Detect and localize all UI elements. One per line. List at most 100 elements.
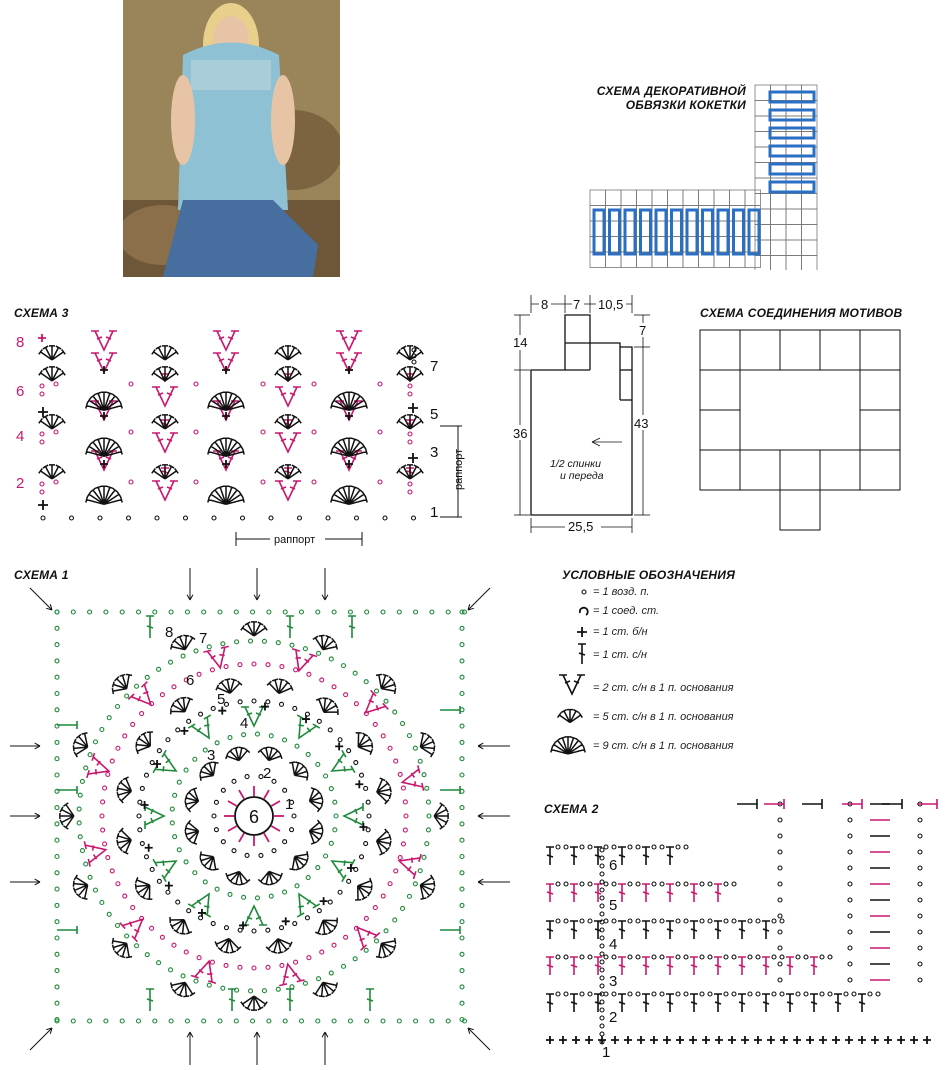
- shell-5-icon: [376, 777, 392, 805]
- double-crochet-icon: [762, 956, 770, 975]
- scheme3-row-6: 6: [16, 383, 24, 400]
- chain-stitch-icon: [87, 1018, 93, 1024]
- double-crochet-icon: [642, 956, 650, 975]
- chain-stitch-icon: [847, 977, 853, 983]
- chain-stitch-icon: [282, 737, 288, 743]
- chain-stitch-icon: [298, 1018, 305, 1024]
- double-crochet-icon: [690, 956, 698, 975]
- chain-stitch-icon: [211, 813, 217, 819]
- legend-text-shell9: = 9 ст. с/н в 1 п. основания: [593, 740, 734, 752]
- single-crochet-icon: [260, 702, 269, 711]
- double-crochet-icon: [642, 883, 650, 902]
- chain-stitch-icon: [54, 1000, 60, 1006]
- chain-stitch-icon: [102, 841, 108, 847]
- chain-stitch-icon: [260, 479, 266, 485]
- chain-stitch-icon: [683, 991, 689, 997]
- chain-stitch-icon: [213, 799, 219, 805]
- chain-stitch-icon: [387, 881, 393, 887]
- double-crochet-icon: [666, 920, 674, 939]
- chain-stitch-icon: [315, 761, 321, 768]
- chain-stitch-icon: [599, 967, 605, 973]
- chain-stitch-icon: [731, 991, 737, 997]
- grid-cell: [770, 193, 787, 210]
- chain-stitch-icon: [407, 431, 413, 437]
- chain-stitch-icon: [311, 479, 317, 485]
- chain-stitch-icon: [311, 429, 317, 435]
- shell-9-icon: [330, 485, 368, 506]
- chain-stitch-icon: [275, 640, 281, 646]
- chain-stitch-icon: [459, 837, 465, 843]
- shell-5-icon: [419, 732, 436, 758]
- chain-stitch-icon: [115, 881, 121, 887]
- double-crochet-icon: [57, 721, 78, 729]
- grid-cell: [667, 189, 684, 206]
- chain-stitch-icon: [103, 1018, 109, 1024]
- chain-stitch-icon: [406, 893, 412, 899]
- chain-stitch-icon: [134, 683, 140, 689]
- shell-5-icon: [396, 366, 424, 382]
- chain-stitch-icon: [599, 1015, 605, 1021]
- chain-stitch-icon: [186, 908, 192, 914]
- dim-left-14: 14: [513, 335, 527, 350]
- scheme1-title: СХЕМА 1: [14, 568, 69, 582]
- chain-stitch-icon: [795, 991, 801, 997]
- direction-arrow: [477, 812, 510, 820]
- chain-stitch-icon: [599, 943, 605, 949]
- double-crochet-icon: [642, 846, 650, 865]
- direction-arrow: [10, 742, 41, 750]
- single-crochet-icon: [180, 726, 189, 735]
- scheme1-row-8: 8: [165, 624, 173, 641]
- chain-stitch-icon: [99, 899, 105, 906]
- v-stitch-icon: [296, 714, 321, 740]
- chain-stitch-icon: [603, 881, 609, 887]
- chain-stitch-icon: [40, 515, 46, 521]
- chain-stitch-icon: [79, 848, 85, 854]
- grid-cell: [620, 189, 637, 206]
- chain-stitch-icon: [755, 954, 761, 960]
- chain-stitch-icon: [699, 991, 705, 997]
- shell-5-icon: [433, 802, 449, 830]
- chain-stitch-icon: [777, 977, 783, 983]
- chain-stitch-icon: [193, 978, 199, 984]
- motif-cell: [779, 329, 821, 371]
- chain-stitch-icon: [298, 609, 305, 615]
- chain-stitch-icon: [176, 779, 182, 785]
- chain-stitch-icon: [635, 954, 641, 960]
- chain-stitch-icon: [105, 855, 111, 861]
- chain-stitch-icon: [54, 642, 60, 648]
- chain-stitch-icon: [124, 933, 130, 939]
- chain-stitch-icon: [380, 733, 386, 739]
- grid-cell: [801, 208, 818, 225]
- chain-stitch-icon: [459, 805, 465, 811]
- shell-5-icon: [111, 673, 133, 695]
- chain-stitch-icon: [39, 439, 45, 445]
- chain-stitch-icon: [611, 881, 617, 887]
- shell-5-icon: [396, 414, 424, 430]
- direction-arrow: [477, 878, 510, 886]
- chain-stitch-icon: [343, 692, 349, 698]
- double-crochet-icon: [570, 956, 578, 975]
- chain-stitch-icon: [917, 945, 923, 951]
- chain-stitch-icon: [747, 991, 753, 997]
- model-photo-illustration: [123, 0, 340, 277]
- shell-5-icon: [151, 366, 179, 382]
- double-crochet-icon: [570, 993, 578, 1012]
- v-stitch-icon: [152, 480, 178, 502]
- v-stitch-icon: [86, 752, 111, 779]
- chain-stitch-icon: [109, 758, 115, 764]
- chain-stitch-icon: [459, 772, 465, 778]
- chain-stitch-icon: [417, 758, 423, 764]
- v-stitch-icon: [400, 765, 425, 791]
- chain-stitch-icon: [659, 954, 665, 960]
- chain-stitch-icon: [373, 938, 380, 944]
- single-crochet-icon: [832, 1036, 840, 1044]
- scheme3-rapport-vertical: раппорт: [453, 449, 465, 490]
- chain-stitch-icon: [231, 778, 237, 784]
- chain-stitch-icon: [54, 756, 60, 762]
- scheme1-row-4: 4: [240, 715, 248, 732]
- chain-stitch-icon: [413, 1018, 419, 1024]
- dim-bottom-25-5: 25,5: [568, 519, 593, 534]
- chain-stitch-icon: [198, 711, 204, 717]
- chain-stitch-icon: [247, 638, 254, 644]
- v-stitch-icon: [342, 803, 364, 829]
